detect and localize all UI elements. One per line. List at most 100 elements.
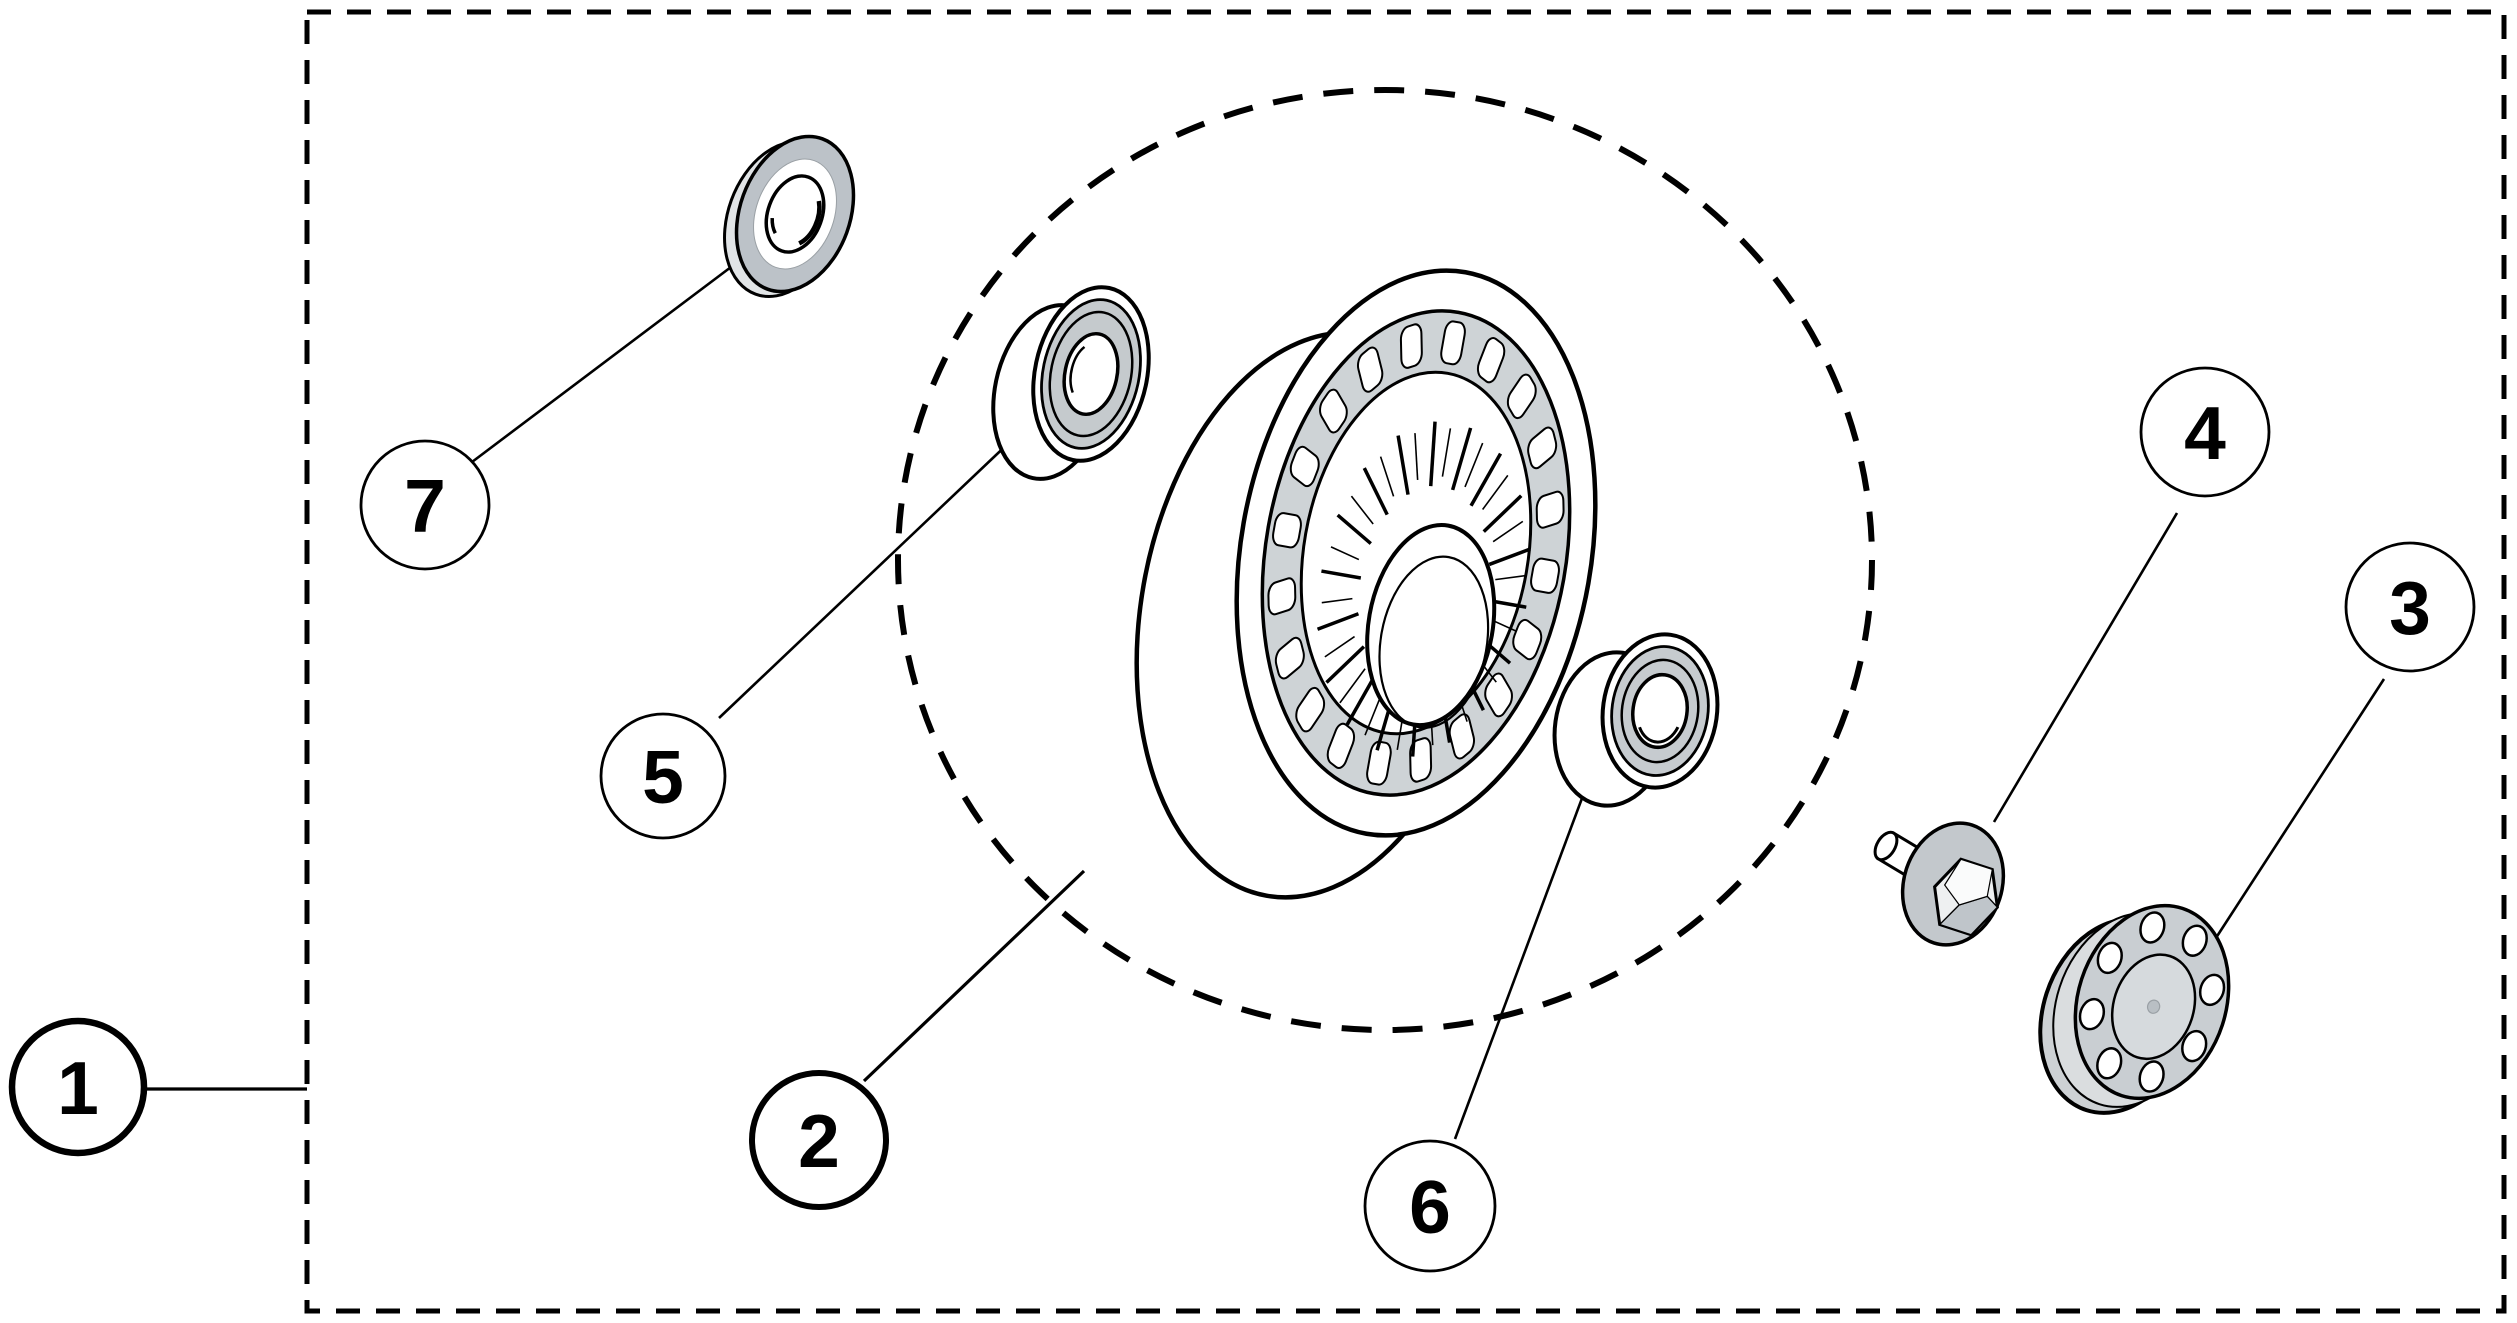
leader-line-4 [1992, 512, 2179, 823]
callout-6[interactable]: 6 [1363, 1139, 1497, 1273]
callout-5[interactable]: 5 [599, 712, 727, 840]
bead-window [1325, 720, 1357, 771]
spoke-fin-line [1398, 436, 1408, 495]
callout-5-number: 5 [642, 735, 684, 819]
bearing-right-part [1545, 627, 1727, 813]
bead-window [1268, 576, 1295, 616]
callout-1[interactable]: 1 [8, 1017, 148, 1157]
bead-window [1505, 370, 1539, 423]
cap-hole [2177, 1025, 2211, 1067]
hub-cap-center-dimple [2146, 999, 2162, 1015]
cap-hole [2140, 910, 2164, 944]
washer-hole-shadow-arc [799, 200, 824, 247]
leader-line-6 [1453, 757, 1599, 1140]
bead-window [1365, 741, 1392, 786]
callout-2[interactable]: 2 [749, 1070, 889, 1210]
bearing-right-face [1593, 627, 1727, 795]
callout-7[interactable]: 7 [359, 439, 491, 571]
bearing-left-face [1018, 276, 1164, 471]
callout-3[interactable]: 3 [2344, 541, 2476, 673]
callout-7-number: 7 [404, 464, 446, 548]
bolt-hex-top-facet [1940, 857, 1995, 912]
bead-window [1536, 490, 1563, 530]
callout-3-circle[interactable] [2344, 541, 2476, 673]
callouts: 1 2 3 4 5 6 7 [8, 366, 2476, 1273]
cap-hole [2140, 1059, 2164, 1093]
bearing-left-bore-arc [1067, 345, 1084, 393]
wheel-face [1194, 242, 1638, 864]
spoke-fin-line [1453, 428, 1471, 490]
callout-7-circle[interactable] [359, 439, 491, 571]
wheel-hub-bore-wall-line [1367, 548, 1501, 736]
spoke-fin-edge-line [1493, 521, 1523, 541]
wheel-bead-windows [1233, 297, 1598, 809]
assembly-boundary-dashed-box [304, 9, 2507, 1314]
spoke-fin-edge-line [1495, 576, 1526, 580]
bead-window [1410, 736, 1431, 784]
leader-line-2 [862, 869, 1086, 1083]
spoke-fin-edge-line [1351, 496, 1373, 524]
hub-cap-holes [2058, 894, 2245, 1110]
callout-2-circle[interactable] [749, 1070, 889, 1210]
bead-window [1271, 512, 1302, 549]
spoke-fin-line [1489, 549, 1530, 564]
spoke-fin-edge-line [1415, 433, 1418, 480]
callout-4[interactable]: 4 [2139, 366, 2271, 498]
spoke-fin-line [1321, 571, 1360, 578]
spoke-fin-line [1318, 614, 1359, 629]
washer-part [704, 120, 874, 313]
callout-1-number: 1 [57, 1046, 99, 1130]
leader-line-7 [471, 259, 740, 464]
cap-hole [2178, 920, 2212, 962]
spoke-fin-edge-line [1442, 428, 1450, 476]
callout-4-number: 4 [2184, 391, 2226, 475]
bead-window [1529, 557, 1560, 594]
bead-window [1448, 710, 1476, 762]
bead-window [1288, 443, 1322, 490]
leader-line-3 [2210, 678, 2386, 945]
bearing-right-bore [1628, 671, 1692, 751]
callout-5-circle[interactable] [599, 712, 727, 840]
spoke-fin-edge-line [1325, 637, 1355, 657]
spoke-fin-edge-line [1483, 475, 1508, 509]
spoke-fin-line [1338, 515, 1371, 543]
spoke-fin-edge-line [1465, 443, 1483, 487]
bead-window [1482, 669, 1515, 721]
spoke-fin-edge-line [1340, 669, 1365, 703]
bearing-left-part [978, 276, 1164, 489]
flange-bolt-part [1868, 810, 2019, 958]
washer-face [716, 120, 874, 308]
bolt-tip-cap [1871, 829, 1902, 864]
spoke-fin-line [1431, 422, 1435, 486]
cap-hole [2092, 1042, 2126, 1084]
bead-window [1274, 634, 1306, 683]
cap-hole [2200, 973, 2224, 1007]
spoke-fin-line [1326, 647, 1363, 683]
spoke-fin-line [1364, 468, 1387, 515]
subassembly-dashed-circle [895, 87, 1875, 1033]
hub-cap-face [2051, 886, 2253, 1119]
bead-window [1356, 343, 1384, 395]
callout-4-circle[interactable] [2139, 366, 2271, 498]
wheel-hub [1352, 515, 1509, 737]
wheel-part [1094, 242, 1638, 926]
bolt-hex-head [1924, 854, 2008, 940]
bearing-right-bore-arc [1638, 722, 1678, 745]
callout-6-circle[interactable] [1363, 1139, 1497, 1273]
callout-1-circle[interactable] [8, 1017, 148, 1157]
cap-hole [2080, 997, 2104, 1031]
spoke-fin-edge-line [1322, 599, 1353, 603]
bearing-right-race-line [1615, 655, 1705, 767]
bead-window [1526, 423, 1558, 472]
bead-window [1293, 683, 1327, 736]
bolt-hex-facet-shading [1940, 885, 2000, 940]
bead-window [1475, 334, 1507, 385]
spoke-fin-line [1484, 496, 1521, 532]
spoke-fin-line [1471, 454, 1500, 506]
washer-hole-lower-arc [768, 218, 780, 233]
bearing-left-race-line [1039, 304, 1143, 443]
leader-line-5 [718, 436, 1016, 719]
callout-2-number: 2 [798, 1099, 840, 1183]
